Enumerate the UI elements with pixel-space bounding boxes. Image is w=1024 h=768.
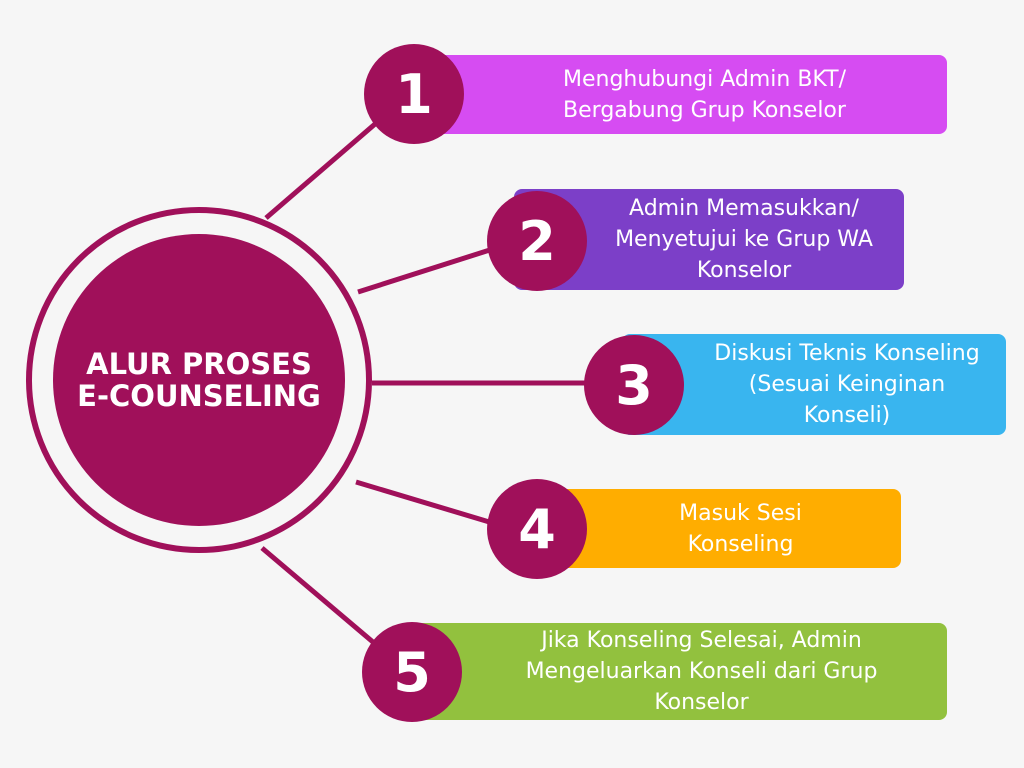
connector-line-5 (260, 546, 382, 650)
step-1-text: Menghubungi Admin BKT/ Bergabung Grup Ko… (562, 66, 846, 123)
step-4-badge: 4 (487, 479, 587, 579)
step-1-badge: 1 (364, 44, 464, 144)
step-5-badge: 5 (362, 622, 462, 722)
connector-line-1 (264, 116, 384, 220)
step-3-text: Diskusi Teknis Konseling (Sesuai Keingin… (714, 341, 980, 428)
connector-line-4 (355, 479, 497, 527)
connector-line-2 (357, 245, 497, 295)
step-3-box: Diskusi Teknis Konseling (Sesuai Keingin… (622, 334, 1006, 435)
step-3-badge: 3 (584, 335, 684, 435)
hub-title: ALUR PROSES E-COUNSELING (77, 347, 321, 413)
hub-circle: ALUR PROSES E-COUNSELING (53, 234, 345, 526)
step-5-box: Jika Konseling Selesai, Admin Mengeluark… (400, 623, 947, 720)
step-4-text: Masuk Sesi Konseling (679, 500, 802, 557)
step-4-box: Masuk Sesi Konseling (544, 489, 901, 568)
step-1-box: Menghubungi Admin BKT/ Bergabung Grup Ko… (412, 55, 947, 134)
step-5-text: Jika Konseling Selesai, Admin Mengeluark… (525, 628, 878, 715)
step-2-text: Admin Memasukkan/ Menyetujui ke Grup WA … (615, 196, 873, 283)
step-2-badge: 2 (487, 191, 587, 291)
